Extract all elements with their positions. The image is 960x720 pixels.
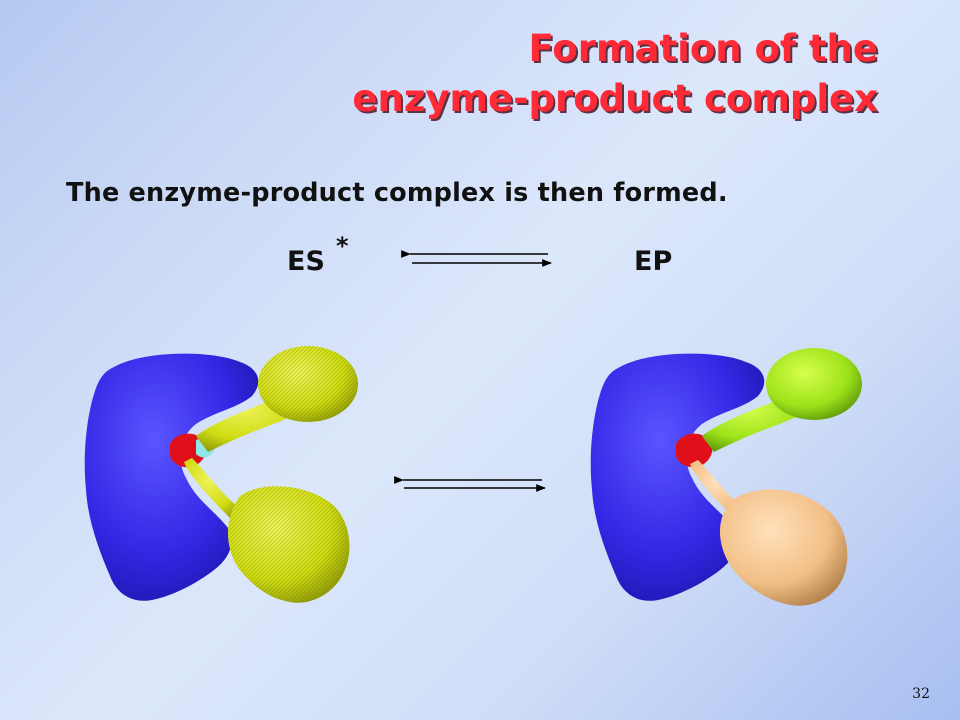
enzyme-body	[84, 353, 259, 601]
product-lobe	[719, 489, 848, 606]
product-lobe	[766, 348, 862, 420]
equation-superscript: *	[336, 232, 349, 260]
active-site	[676, 433, 713, 468]
slide-subtitle: The enzyme-product complex is then forme…	[66, 178, 728, 208]
title-line-2: enzyme-product complex	[352, 77, 878, 120]
equation-right-ep: EP	[634, 246, 673, 277]
slide-title: Formation of the enzyme-product complex	[352, 24, 878, 124]
equilibrium-arrow-icon	[401, 250, 552, 267]
equilibrium-arrow-icon	[394, 476, 546, 492]
enzyme-product-model	[590, 348, 862, 606]
enzyme-substrate-model	[84, 346, 358, 603]
substrate-stalk	[184, 458, 246, 522]
page-number: 32	[912, 686, 930, 702]
title-line-1: Formation of the	[528, 27, 879, 70]
equation-left-es: ES	[287, 246, 325, 277]
